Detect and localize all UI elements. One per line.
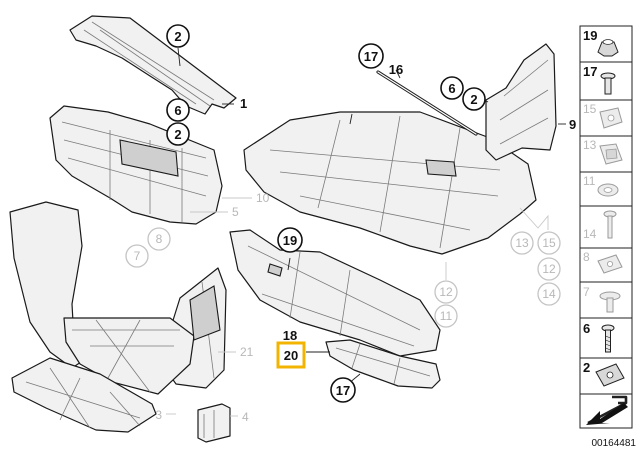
- legend-num-2: 2: [583, 360, 590, 375]
- callout-6-right-text: 6: [448, 81, 455, 96]
- legend-cell-arrow: [579, 393, 633, 429]
- speed-nut-icon: [595, 363, 625, 387]
- callout-6-left: 6: [166, 98, 190, 122]
- callout-13-text: 13: [515, 236, 529, 250]
- label-4: 4: [242, 410, 249, 424]
- callout-2-right-text: 2: [470, 92, 477, 107]
- callout-17-top: 17: [358, 43, 384, 69]
- callout-11-text: 11: [440, 309, 453, 323]
- callout-2-left: 2: [166, 122, 190, 146]
- part-16-rod: [376, 70, 478, 136]
- callout-12-right-text: 12: [542, 262, 556, 276]
- bolt-icon: [601, 324, 615, 353]
- spring-nut-grey-icon: [597, 254, 623, 274]
- legend-num-13: 13: [583, 138, 597, 152]
- bracket-clip-grey-icon: [599, 143, 623, 165]
- label-16: 16: [389, 62, 403, 77]
- callout-14-text: 14: [542, 287, 556, 301]
- clip-nut-grey-icon: [599, 107, 623, 129]
- callout-17-top-text: 17: [364, 49, 378, 64]
- part-20-front-shield: [325, 339, 441, 389]
- highlighted-label-20[interactable]: 20: [276, 341, 306, 369]
- label-5: 5: [232, 205, 239, 219]
- part-21-side-frame: [9, 201, 227, 395]
- part-10-underbody-shield: [243, 111, 537, 255]
- callout-17-bottom: 17: [330, 377, 356, 403]
- callout-8-text: 8: [156, 232, 163, 246]
- legend-num-19: 19: [583, 28, 597, 43]
- callout-15-text: 15: [542, 236, 556, 250]
- part-4-clip: [197, 403, 231, 443]
- label-1: 1: [240, 96, 247, 111]
- rivet-icon: [600, 72, 616, 95]
- screw-grey-icon: [603, 210, 617, 239]
- nut-icon: [597, 39, 619, 57]
- label-10: 10: [256, 191, 270, 205]
- callout-19-text: 19: [283, 233, 297, 248]
- legend-num-7: 7: [583, 285, 590, 299]
- washer-grey-icon: [597, 183, 619, 197]
- legend-num-11: 11: [583, 174, 596, 188]
- label-9: 9: [569, 117, 576, 132]
- legend-num-14: 14: [583, 227, 597, 241]
- highlighted-label-20-text: 20: [284, 348, 298, 363]
- callout-2-top-text: 2: [174, 29, 181, 44]
- callout-12-right: 12: [537, 257, 561, 281]
- callout-2-right: 2: [462, 87, 486, 111]
- callout-6-right: 6: [440, 76, 464, 100]
- callout-17-bottom-text: 17: [336, 383, 350, 398]
- callout-14: 14: [537, 282, 561, 306]
- callout-8: 8: [147, 227, 171, 251]
- callout-12-center-text: 12: [439, 285, 453, 299]
- part-3-bottom-plate: [11, 357, 157, 433]
- legend-num-6: 6: [583, 321, 590, 336]
- callout-6-left-text: 6: [174, 103, 181, 118]
- part-9-side-bracket: [485, 43, 557, 161]
- callout-11: 11: [434, 304, 458, 328]
- callout-13: 13: [510, 231, 534, 255]
- callout-2-top: 2: [166, 24, 190, 48]
- label-3: 3: [155, 408, 162, 422]
- callout-15: 15: [537, 231, 561, 255]
- callout-7-text: 7: [134, 249, 141, 263]
- collar-screw-grey-icon: [599, 291, 621, 313]
- part-5-grille-frame: [49, 105, 223, 225]
- label-21: 21: [240, 345, 254, 359]
- callout-12-center: 12: [434, 280, 458, 304]
- part-1-cover-strip: [69, 15, 237, 115]
- fastener-legend: 19 17 15 13 11 14 8 7 6 2: [579, 25, 633, 429]
- reference-number: 00164481: [592, 438, 637, 449]
- callout-7: 7: [125, 244, 149, 268]
- legend-num-15: 15: [583, 102, 597, 116]
- legend-num-17: 17: [583, 64, 597, 79]
- callout-19: 19: [277, 227, 303, 253]
- label-18: 18: [283, 328, 297, 343]
- navigation-arrow-icon: [586, 395, 628, 425]
- part-18-lower-shield: [229, 229, 441, 357]
- callout-2-left-text: 2: [174, 127, 181, 142]
- legend-num-8: 8: [583, 250, 590, 264]
